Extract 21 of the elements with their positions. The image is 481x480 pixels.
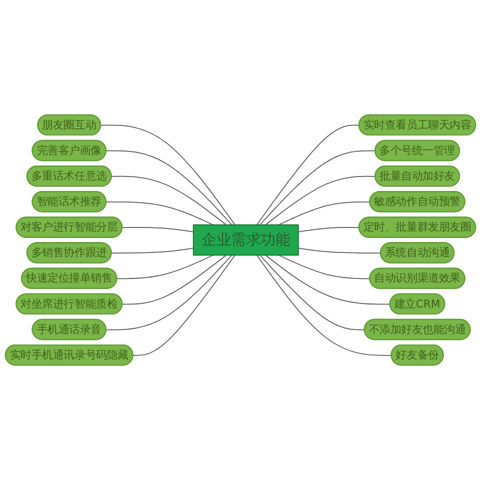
connector — [106, 201, 214, 226]
connector — [122, 254, 227, 305]
connector — [278, 254, 370, 280]
connector — [265, 176, 376, 226]
connector — [122, 227, 194, 232]
connector — [132, 254, 236, 356]
connector — [265, 254, 391, 305]
connector — [116, 254, 214, 280]
connector — [256, 254, 392, 356]
connector — [111, 248, 194, 254]
connector — [256, 124, 360, 226]
connector — [100, 124, 236, 226]
connector — [259, 150, 376, 226]
connector — [111, 176, 227, 226]
connector — [106, 150, 232, 226]
connector — [278, 201, 370, 226]
connector — [106, 254, 232, 330]
connector — [298, 227, 360, 232]
connector — [259, 254, 366, 330]
connector — [298, 248, 382, 254]
node-box: 企业需求功能 — [192, 224, 299, 256]
